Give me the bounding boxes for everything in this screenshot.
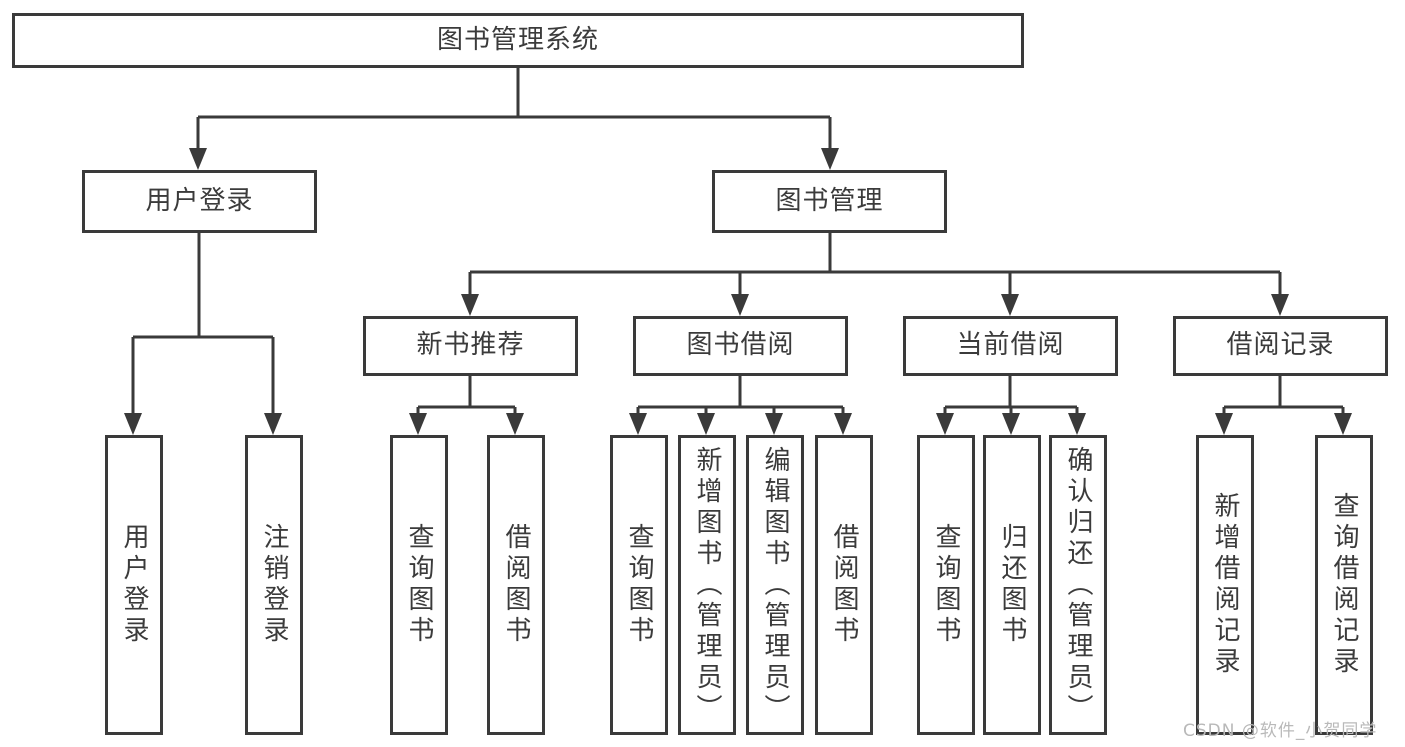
leaf-nbr-query-books: 查询图书 [390, 435, 448, 735]
leaf-br-query-record: 查询借阅记录 [1315, 435, 1373, 735]
leaf-bb-edit-books-admin: 编辑图书（管理员） [746, 435, 804, 735]
node-new-book-recommend: 新书推荐 [363, 316, 578, 376]
leaf-cb-query-books: 查询图书 [917, 435, 975, 735]
leaf-br-add-record: 新增借阅记录 [1196, 435, 1254, 735]
leaf-nbr-borrow-books: 借阅图书 [487, 435, 545, 735]
leaf-cb-confirm-return-admin: 确认归还（管理员） [1049, 435, 1107, 735]
leaf-bb-add-books-admin: 新增图书（管理员） [678, 435, 736, 735]
csdn-watermark: CSDN @软件_小贺同学 [1183, 721, 1378, 741]
node-current-borrow: 当前借阅 [903, 316, 1118, 376]
node-book-borrow: 图书借阅 [633, 316, 848, 376]
leaf-user-login: 用户登录 [105, 435, 163, 735]
root-node: 图书管理系统 [12, 13, 1024, 68]
node-book-management: 图书管理 [712, 170, 947, 233]
leaf-bb-query-books: 查询图书 [610, 435, 668, 735]
leaf-bb-borrow-books: 借阅图书 [815, 435, 873, 735]
leaf-cb-return-books: 归还图书 [983, 435, 1041, 735]
leaf-logout-login: 注销登录 [245, 435, 303, 735]
node-borrow-records: 借阅记录 [1173, 316, 1388, 376]
node-user-login: 用户登录 [82, 170, 317, 233]
